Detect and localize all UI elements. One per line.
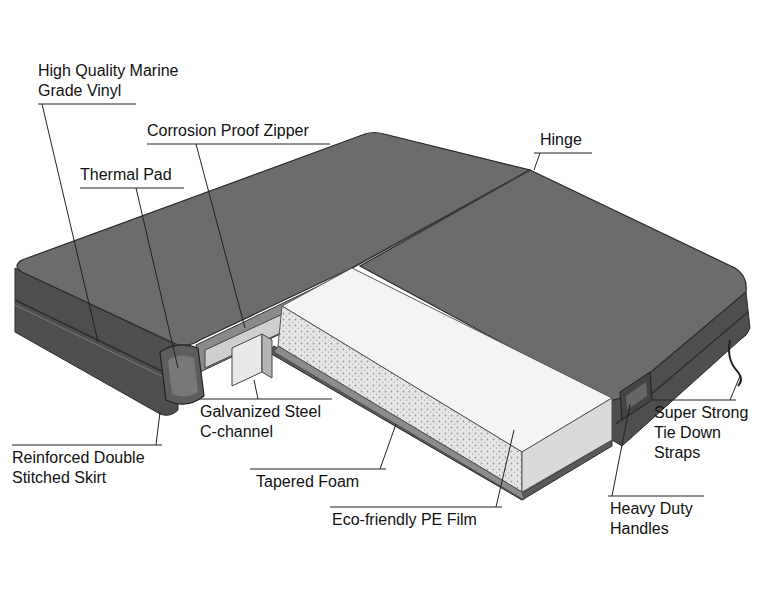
part-label: Galvanized Steel C-channel	[200, 402, 340, 442]
part-label: High Quality Marine Grade Vinyl	[38, 61, 206, 101]
part-label: Super Strong Tie Down Straps	[654, 403, 762, 463]
part-label: Eco-friendly PE Film	[332, 510, 522, 530]
part-label: Corrosion Proof Zipper	[147, 121, 367, 141]
part-label: Reinforced Double Stitched Skirt	[12, 448, 182, 488]
part-label: Tapered Foam	[256, 472, 396, 492]
part-label: Hinge	[540, 130, 620, 150]
part-label: Thermal Pad	[80, 165, 210, 185]
part-label: Heavy Duty Handles	[610, 499, 710, 539]
